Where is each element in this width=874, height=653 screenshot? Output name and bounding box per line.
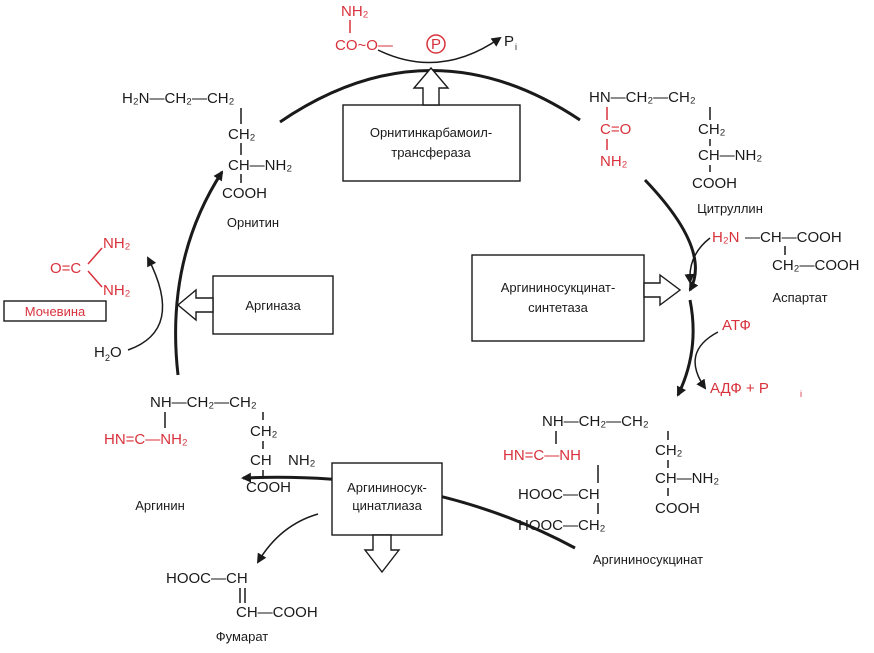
citrulline-line-3: NH₂ xyxy=(600,153,628,170)
carbamoyl-arrow xyxy=(377,36,502,64)
arginase-box xyxy=(212,275,334,335)
adp-pi-sub: i xyxy=(800,389,802,399)
arg-line-4: CH xyxy=(250,452,272,469)
cycle-arc-left xyxy=(174,170,224,376)
arg-line-2: HN=C—NH₂ xyxy=(104,431,188,448)
ass-label-2: синтетаза xyxy=(528,300,588,315)
water-label: H xyxy=(94,344,105,361)
citrulline-line-2: C=O xyxy=(600,121,631,138)
water-urea-arrow xyxy=(127,256,164,351)
asl-label-1: Аргининосук- xyxy=(347,480,427,495)
argininosuccinate-name: Аргининосукцинат xyxy=(593,552,703,567)
aspartate-h2n: H₂N xyxy=(712,229,740,246)
urea-name: Мочевина xyxy=(25,304,86,319)
aspartate-line-1: —CH—COOH xyxy=(745,229,842,246)
carbamoyl-co: CO~O— xyxy=(335,37,393,54)
ornithine-formula-line-3: CH—NH₂ xyxy=(228,157,292,174)
arg-line-6: COOH xyxy=(246,479,291,496)
citrulline-line-1: HN—CH₂—CH₂ xyxy=(589,89,696,106)
as-line-7: COOH xyxy=(655,500,700,517)
as-line-4: HOOC—CH₂ xyxy=(518,517,606,534)
cycle-arc-right-lower xyxy=(676,299,695,397)
arginase-label: Аргиназа xyxy=(245,298,301,313)
ornithine-formula-line-2: CH₂ xyxy=(228,126,256,143)
arg-line-3: CH₂ xyxy=(250,423,278,440)
urea-oc: O=C xyxy=(50,260,81,277)
arg-line-5: NH₂ xyxy=(288,452,316,469)
fumarate-arrow xyxy=(256,513,319,564)
ornithine-formula-line-1: H₂N—CH₂—CH₂ xyxy=(122,90,235,107)
otc-box xyxy=(342,104,521,182)
atp-label: АТФ xyxy=(722,317,751,334)
arg-line-1: NH—CH₂—CH₂ xyxy=(150,394,257,411)
ass-box xyxy=(471,254,645,342)
as-line-2: HN=C—NH xyxy=(503,447,581,464)
water-sub: 2 xyxy=(105,353,110,363)
urea-bond-bot xyxy=(87,270,103,288)
otc-label-2: трансфераза xyxy=(391,145,471,160)
otc-pointer xyxy=(412,66,450,106)
ass-label-1: Аргининосукцинат- xyxy=(501,280,616,295)
phosphate-label: P xyxy=(431,36,441,53)
arginine-name: Аргинин xyxy=(135,498,185,513)
as-line-1: NH—CH₂—CH₂ xyxy=(542,413,649,430)
as-line-3: HOOC—CH xyxy=(518,486,600,503)
ornithine-name: Орнитин xyxy=(227,215,279,230)
asl-box xyxy=(331,462,443,536)
fum-line-1: HOOC—CH xyxy=(166,570,248,587)
aspartate-name: Аспартат xyxy=(772,290,827,305)
urea-box xyxy=(3,300,107,322)
urea-nh2-bot: NH₂ xyxy=(103,282,131,299)
fumarate-name: Фумарат xyxy=(216,629,269,644)
phosphate-circle xyxy=(426,34,446,54)
otc-label-1: Орнитинкарбамоил- xyxy=(370,125,492,140)
citrulline-line-6: COOH xyxy=(692,175,737,192)
arginase-pointer xyxy=(176,288,214,322)
atp-arrow xyxy=(694,331,719,390)
aspartate-line-2: CH₂—COOH xyxy=(772,257,860,274)
aspartate-arrow xyxy=(684,237,711,284)
asl-pointer xyxy=(363,534,401,574)
as-line-6: CH—NH₂ xyxy=(655,470,719,487)
pi-top-sub: i xyxy=(515,42,517,52)
as-line-5: CH₂ xyxy=(655,442,683,459)
urea-nh2-top: NH₂ xyxy=(103,235,131,252)
water-o: O xyxy=(110,344,122,361)
citrulline-line-5: CH—NH₂ xyxy=(698,147,762,164)
ornithine-formula-line-4: COOH xyxy=(222,185,267,202)
urea-bond-top xyxy=(87,247,103,265)
ass-pointer xyxy=(643,273,682,307)
carbamoyl-nh2: NH₂ xyxy=(341,3,369,20)
pi-top: P xyxy=(504,33,514,50)
citrulline-line-4: CH₂ xyxy=(698,121,726,138)
adp-pi-label: АДФ + P xyxy=(710,380,769,397)
citrulline-name: Цитруллин xyxy=(697,201,763,216)
cycle-arc-right xyxy=(643,178,699,292)
asl-label-2: цинатлиаза xyxy=(352,498,422,513)
fum-line-2: CH—COOH xyxy=(236,604,318,621)
